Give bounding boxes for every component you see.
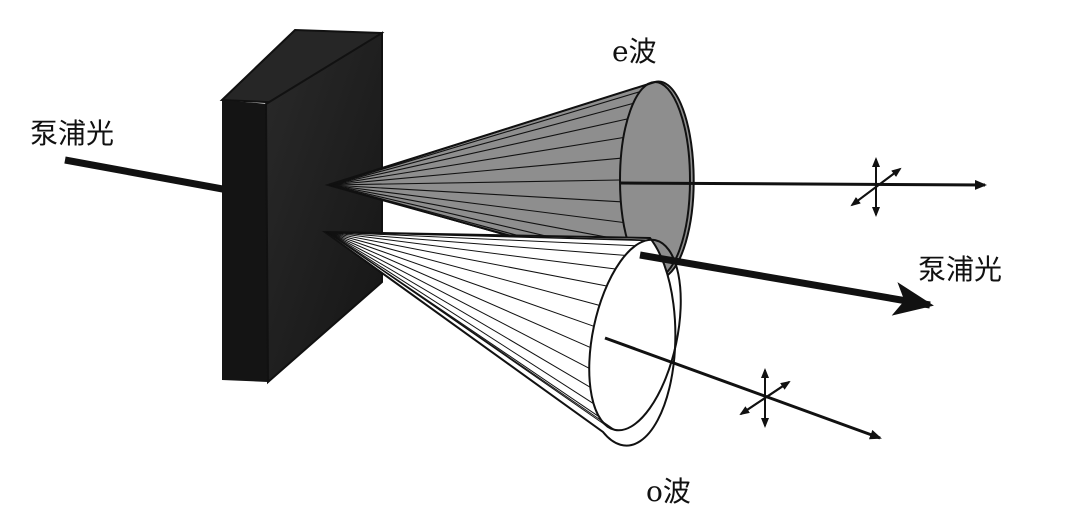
- o-cone-ruling: [326, 231, 600, 306]
- o-cone-ruling: [326, 231, 590, 369]
- o-cone-ruling: [326, 231, 656, 241]
- e-cone-ruling: [329, 184, 624, 224]
- crystal-front-face: [264, 31, 383, 385]
- nonlinear-crystal: [219, 28, 385, 385]
- e-cone-ruling: [329, 102, 634, 186]
- o-cone-ruling: [326, 231, 591, 349]
- e-cone-ruling: [329, 184, 621, 203]
- o-polarization-icon: [739, 368, 791, 428]
- o-cone-rim: [588, 238, 682, 432]
- o-wave-cone: [321, 230, 682, 447]
- label-e-wave: e波: [612, 35, 657, 68]
- o-cone-ruling: [326, 231, 594, 405]
- o-cone-ruling: [326, 231, 607, 427]
- label-pump-in: 泵浦光: [30, 117, 115, 150]
- o-cone-ruling: [326, 231, 626, 256]
- label-o-wave: o波: [646, 475, 691, 508]
- o-cone-ruling: [326, 231, 616, 270]
- o-wave-beam: [604, 336, 882, 440]
- outgoing-pump-beam: [639, 251, 934, 316]
- o-cone-ruling: [326, 231, 591, 388]
- o-cone-ruling: [326, 231, 595, 327]
- crystal-side-face: [222, 100, 268, 382]
- label-pump-out: 泵浦光: [918, 253, 1003, 286]
- e-cone-ruling: [329, 179, 621, 186]
- incoming-pump-beam: [64, 156, 229, 194]
- e-cone-ruling: [329, 136, 624, 186]
- o-cone-ruling: [326, 231, 607, 287]
- e-cone-ruling: [329, 157, 621, 186]
- e-polarization-icon: [850, 157, 902, 217]
- e-cone-ruling: [329, 81, 656, 186]
- o-cone-ruling: [326, 231, 636, 247]
- e-cone-ruling: [329, 118, 628, 186]
- e-cone-ruling: [329, 91, 640, 186]
- e-wave-beam: [619, 179, 987, 190]
- o-cone-ruling: [326, 231, 600, 418]
- e-cone-ruling: [329, 184, 628, 242]
